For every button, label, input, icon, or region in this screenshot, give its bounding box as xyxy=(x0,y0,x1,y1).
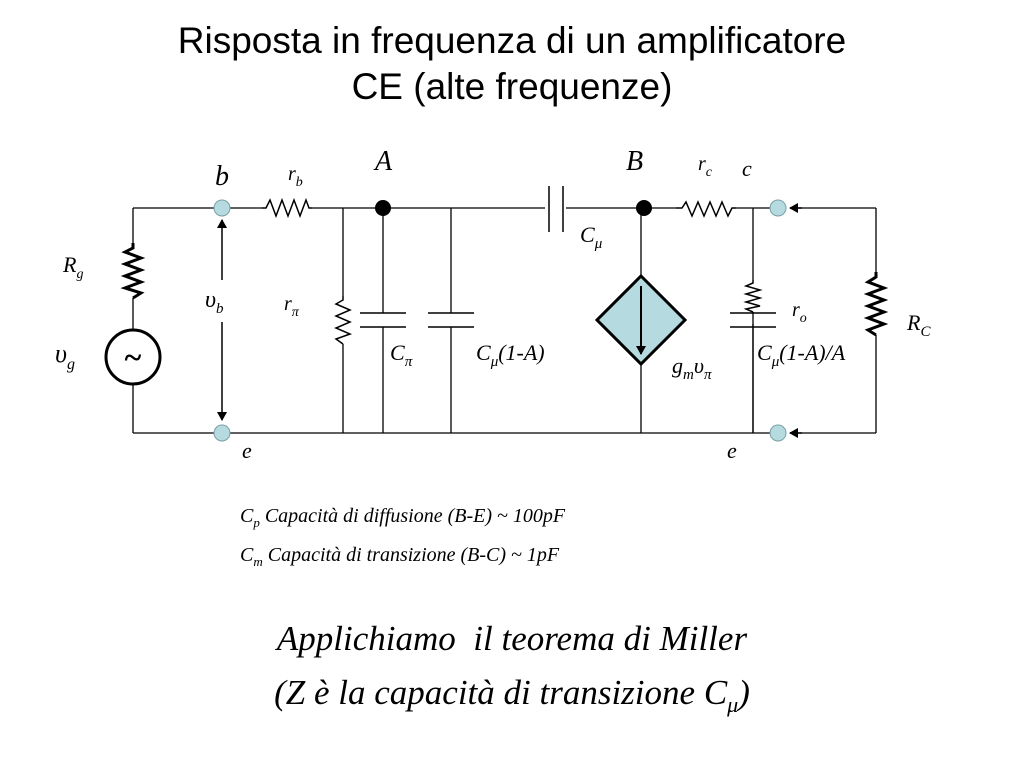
output-arrow-icon xyxy=(789,203,802,438)
source-tilde-icon: ~ xyxy=(125,339,142,375)
label-e-left: e xyxy=(242,438,252,463)
label-cmu-miller-out: Cμ(1-A)/A xyxy=(757,340,846,370)
ac-voltage-source xyxy=(104,328,162,386)
rg-resistor xyxy=(120,243,146,300)
label-cmu: Cμ xyxy=(580,222,603,252)
label-vb: υb xyxy=(205,287,224,317)
cmu-capacitor xyxy=(548,186,564,232)
title-line-2: CE (alte frequenze) xyxy=(351,66,673,107)
label-gm-vpi: gmυπ xyxy=(672,353,712,383)
slide-title: Risposta in frequenza di un amplificator… xyxy=(0,18,1024,110)
terminal-e-left xyxy=(213,424,231,442)
label-node-b: b xyxy=(215,161,229,192)
conclusion-line-2: (Z è la capacità di transizione Cμ) xyxy=(274,673,750,717)
label-rc-load: RC xyxy=(906,310,931,340)
cmu-miller-in-capacitor xyxy=(428,312,474,328)
ro-resistor xyxy=(743,280,763,313)
label-vg: υg xyxy=(55,339,75,373)
label-rc: rc xyxy=(698,153,713,180)
capacitance-notes: Cp Capacità di diffusione (B-E) ~ 100pF … xyxy=(240,500,565,578)
note-transition: Cm Capacità di transizione (B-C) ~ 1pF xyxy=(240,544,560,569)
cpi-capacitor xyxy=(360,312,406,328)
terminal-e-right xyxy=(769,424,787,442)
conclusion-line-1: Applichiamo il teorema di Miller xyxy=(276,619,748,658)
node-a-dot xyxy=(375,200,391,216)
rc-resistor xyxy=(676,200,736,218)
label-node-a: A xyxy=(373,146,393,177)
terminal-b xyxy=(213,199,231,217)
label-rb: rb xyxy=(288,163,303,190)
label-node-b-upper: B xyxy=(626,146,643,177)
node-b-dot xyxy=(636,200,652,216)
cmu-miller-out-capacitor xyxy=(730,312,776,328)
title-line-1: Risposta in frequenza di un amplificator… xyxy=(177,20,847,61)
label-cpi: Cπ xyxy=(390,340,413,370)
rb-resistor xyxy=(262,197,312,219)
rc-load-resistor xyxy=(863,272,889,337)
label-rg: Rg xyxy=(62,252,83,282)
label-cmu-miller-in: Cμ(1-A) xyxy=(476,340,545,370)
label-e-right: e xyxy=(727,438,737,463)
circuit-wires xyxy=(132,207,877,434)
label-ro: ro xyxy=(792,299,807,326)
label-rpi: rπ xyxy=(284,293,300,320)
rpi-resistor xyxy=(334,296,353,345)
miller-conclusion: Applichiamo il teorema di Miller (Z è la… xyxy=(0,612,1024,732)
label-node-c: c xyxy=(742,156,752,181)
terminal-c xyxy=(769,199,787,217)
note-diffusion: Cp Capacità di diffusione (B-E) ~ 100pF xyxy=(240,505,566,530)
